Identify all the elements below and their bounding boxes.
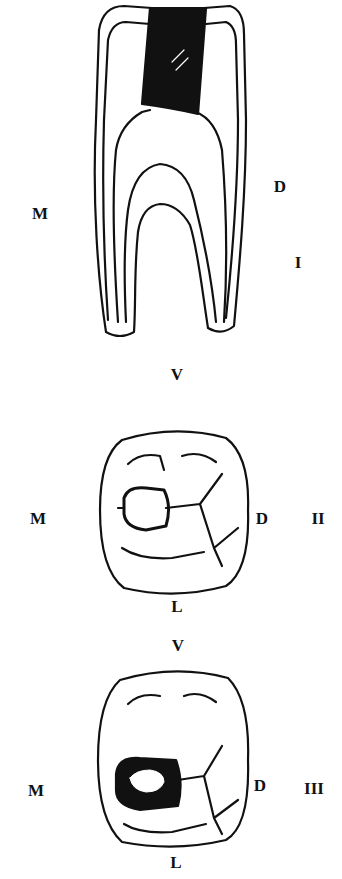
pulp-canal: [125, 164, 216, 322]
filling: [142, 8, 206, 114]
dentin-line: [206, 22, 238, 318]
groove: [118, 474, 238, 566]
groove: [178, 746, 238, 834]
groove: [122, 548, 204, 558]
view-label: III: [304, 780, 324, 797]
cavity-floor: [130, 770, 164, 792]
view-label: V: [172, 637, 184, 654]
view-label: L: [171, 598, 182, 615]
view-label: D: [274, 178, 286, 195]
cavity: [116, 758, 181, 810]
view-label: M: [32, 205, 48, 222]
tooth-outline: [95, 6, 246, 336]
view-label: L: [170, 854, 181, 871]
view-label: M: [30, 510, 46, 527]
view-label: V: [171, 366, 183, 383]
filling-hatch: [172, 50, 188, 70]
groove: [128, 694, 216, 704]
view-label: I: [295, 254, 302, 271]
view-label: M: [28, 782, 44, 799]
groove: [124, 824, 206, 832]
occlusal-outline: [100, 431, 248, 593]
pulp-canal: [196, 112, 226, 322]
view-label: D: [256, 510, 268, 527]
view-label: II: [311, 510, 324, 527]
groove: [124, 488, 169, 530]
dentin-line: [103, 22, 150, 320]
view-label: D: [254, 777, 266, 794]
pulp-canal: [114, 110, 150, 322]
groove: [128, 454, 216, 470]
occlusal-outline: [98, 671, 248, 846]
